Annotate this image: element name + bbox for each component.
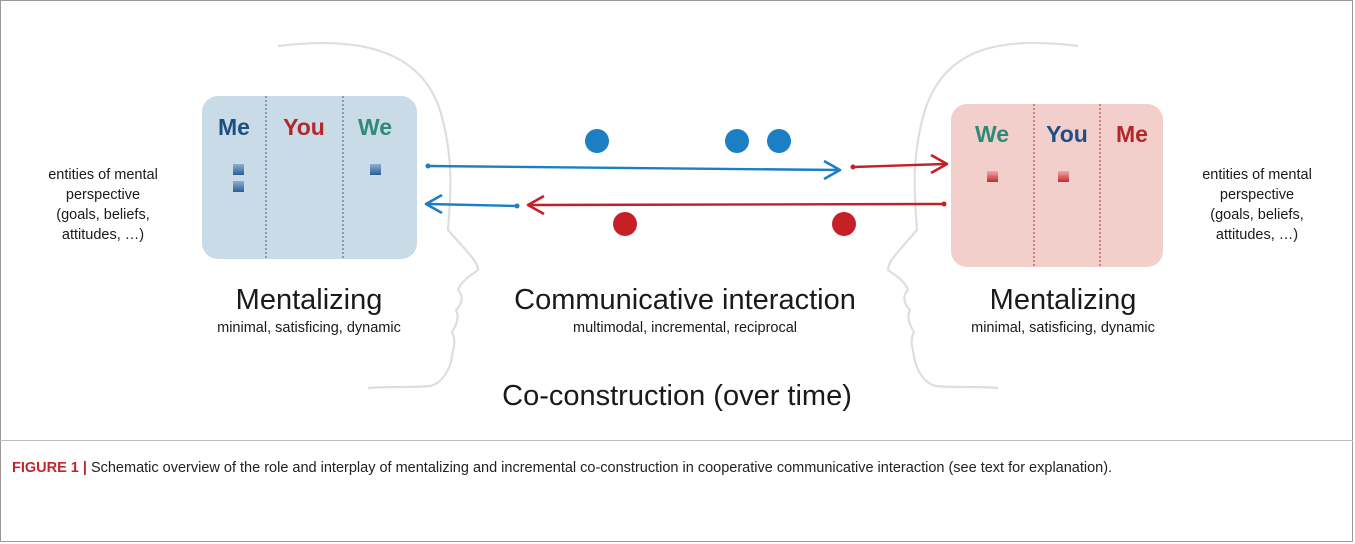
right-mental-box xyxy=(951,104,1163,267)
co-construction-title: Co-construction (over time) xyxy=(502,380,852,412)
left-mentalizing-title: Mentalizing xyxy=(235,284,383,316)
left-note-line: (goals, beliefs, xyxy=(56,207,150,223)
blue-message-dot-3 xyxy=(767,129,791,153)
communicative-interaction-subtitle: multimodal, incremental, reciprocal xyxy=(572,320,798,336)
right-note-line: entities of mental xyxy=(1202,167,1312,183)
caption-divider xyxy=(0,440,1353,441)
right-label-me: Me xyxy=(1116,121,1148,147)
left-we-entity-1 xyxy=(370,164,381,175)
right-mentalizing-subtitle: minimal, satisficing, dynamic xyxy=(971,320,1155,336)
blue-arrow-forward xyxy=(425,159,842,181)
caption-separator: | xyxy=(82,460,87,476)
left-label-we: We xyxy=(357,114,393,140)
right-you-entity-1 xyxy=(1058,171,1069,182)
blue-arrow-backward xyxy=(424,193,520,215)
figure-caption: FIGURE 1|Schematic overview of the role … xyxy=(12,458,1342,479)
blue-message-dot-2 xyxy=(725,129,749,153)
left-mental-box xyxy=(202,96,417,259)
left-mentalizing-subtitle: minimal, satisficing, dynamic xyxy=(217,320,401,336)
left-entities-note: entities of mental perspective (goals, b… xyxy=(28,165,178,245)
figure-label: FIGURE 1 xyxy=(12,460,79,476)
right-note-line: attitudes, …) xyxy=(1215,227,1299,243)
left-note-line: perspective xyxy=(65,187,141,203)
right-note-line: perspective xyxy=(1219,187,1295,203)
left-me-entity-1 xyxy=(233,164,244,175)
right-note-line: (goals, beliefs, xyxy=(1210,207,1304,223)
left-note-line: entities of mental xyxy=(48,167,158,183)
right-label-you: You xyxy=(1046,121,1088,147)
red-arrow-backward xyxy=(526,194,947,216)
right-entities-note: entities of mental perspective (goals, b… xyxy=(1182,165,1332,245)
red-message-dot-2 xyxy=(832,212,856,236)
red-message-dot-1 xyxy=(613,212,637,236)
left-note-line: attitudes, …) xyxy=(61,227,145,243)
right-label-we: We xyxy=(974,121,1010,147)
communicative-interaction-title: Communicative interaction xyxy=(514,284,856,316)
left-head-outline xyxy=(277,41,480,390)
right-mentalizing-title: Mentalizing xyxy=(989,284,1137,316)
right-head-outline xyxy=(886,41,1079,390)
caption-text: Schematic overview of the role and inter… xyxy=(90,460,1113,476)
right-we-entity-1 xyxy=(987,171,998,182)
left-label-me: Me xyxy=(218,114,250,140)
red-arrow-forward xyxy=(850,153,949,175)
blue-message-dot-1 xyxy=(585,129,609,153)
left-label-you: You xyxy=(283,114,325,140)
left-me-entity-2 xyxy=(233,181,244,192)
